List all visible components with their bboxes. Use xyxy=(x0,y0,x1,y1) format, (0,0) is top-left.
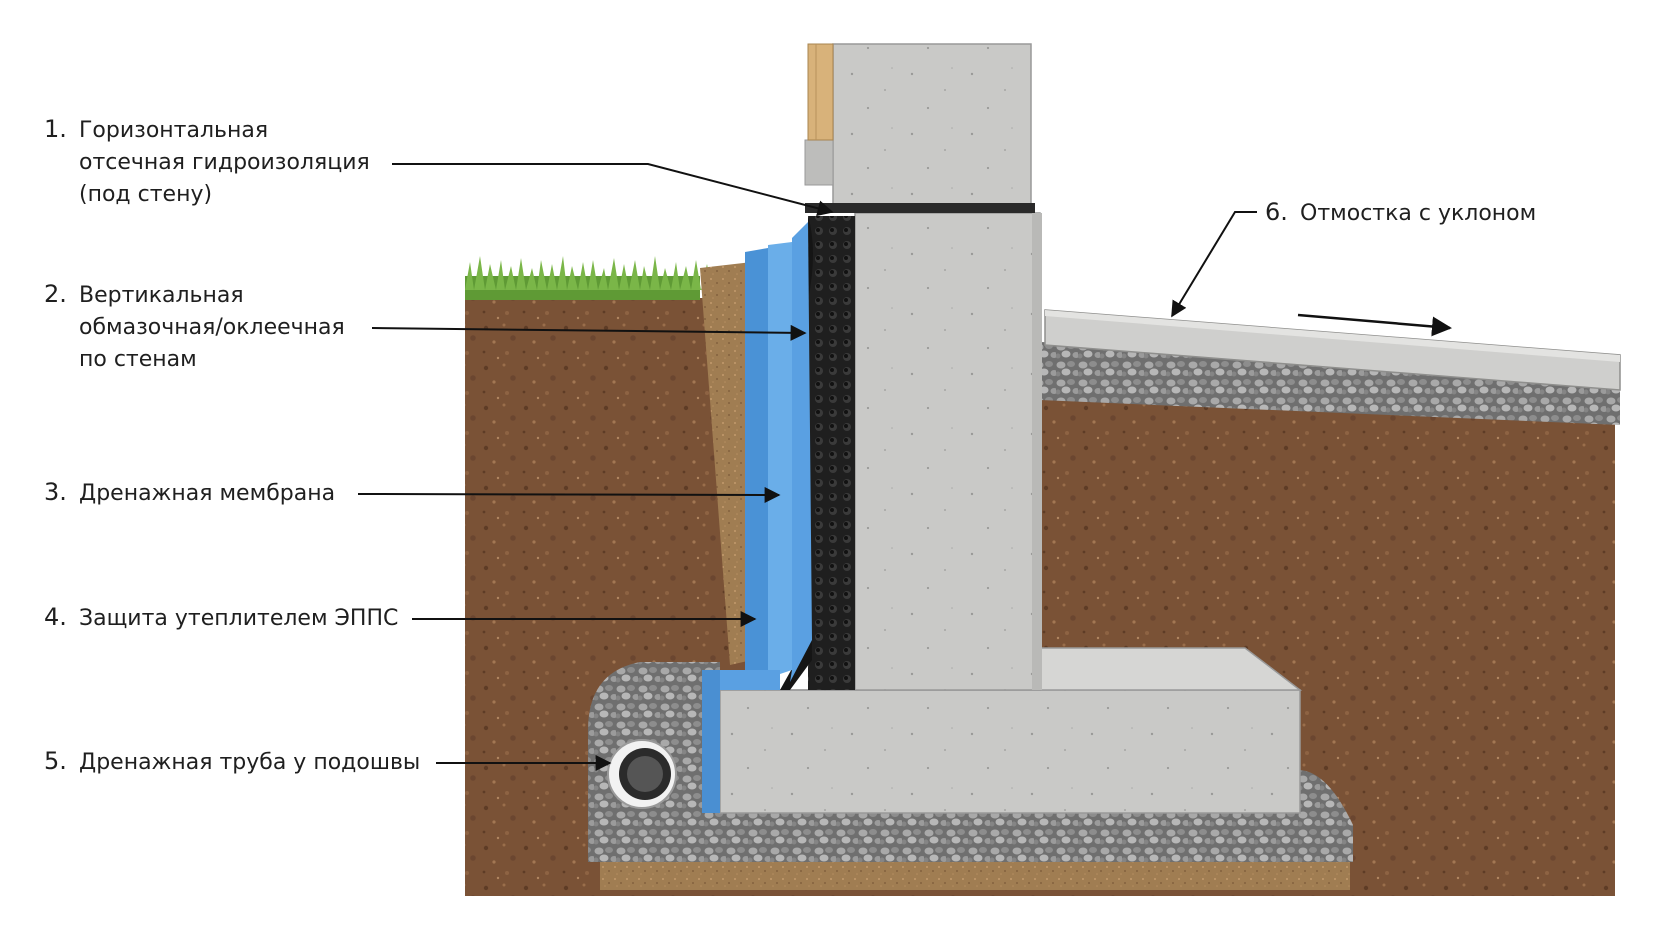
label-line: по стенам xyxy=(79,347,197,372)
label-drain-pipe: 5. Дренажная труба у подошвы xyxy=(44,745,420,779)
upper-wall xyxy=(832,43,1032,205)
horizontal-waterproofing xyxy=(805,203,1035,213)
label-line: Вертикальная xyxy=(79,283,244,308)
label-line: Дренажная труба у подошвы xyxy=(79,750,421,775)
label-number: 2. xyxy=(44,280,67,308)
label-drainage-membrane: 3. Дренажная мембрана xyxy=(44,476,335,510)
footing xyxy=(719,689,1301,814)
sand-backfill xyxy=(700,262,752,665)
leader-1 xyxy=(392,163,834,217)
label-number: 1. xyxy=(44,115,67,143)
blind-area-slab xyxy=(1044,309,1621,391)
label-line: Отмостка с уклоном xyxy=(1300,201,1537,226)
drainage-membrane xyxy=(808,216,855,690)
wood-facade xyxy=(807,43,834,141)
label-number: 4. xyxy=(44,603,67,631)
leader-6 xyxy=(1171,211,1257,318)
sand-bed xyxy=(600,862,1350,890)
label-line: обмазочная/оклеечная xyxy=(79,315,345,340)
label-epps-insulation: 4. Защита утеплителем ЭППС xyxy=(44,601,398,635)
label-vertical-waterproofing: 2. Вертикальная обмазочная/оклеечная по с… xyxy=(44,278,345,376)
grass-icon xyxy=(465,256,712,300)
label-line: Дренажная мембрана xyxy=(79,481,336,506)
label-line: (под стену) xyxy=(79,182,213,207)
label-number: 5. xyxy=(44,747,67,775)
label-number: 6. xyxy=(1265,198,1288,226)
leader-3 xyxy=(357,486,781,503)
foundation-wall xyxy=(854,212,1041,691)
drain-pipe-icon xyxy=(607,739,677,809)
label-horizontal-waterproofing: 1.Горизонтальная отсечная гидроизоляция … xyxy=(44,113,370,211)
label-blind-area: 6. Отмостка с уклоном xyxy=(1265,196,1536,230)
leader-lines xyxy=(357,163,1257,771)
label-number: 3. xyxy=(44,478,67,506)
slope-arrow-icon xyxy=(1297,313,1452,337)
label-line: Защита утеплителем ЭППС xyxy=(79,606,399,631)
label-line: Горизонтальная xyxy=(79,118,269,143)
label-line: отсечная гидроизоляция xyxy=(79,150,370,175)
gravel-bed xyxy=(588,662,1353,862)
leader-2 xyxy=(371,324,807,341)
